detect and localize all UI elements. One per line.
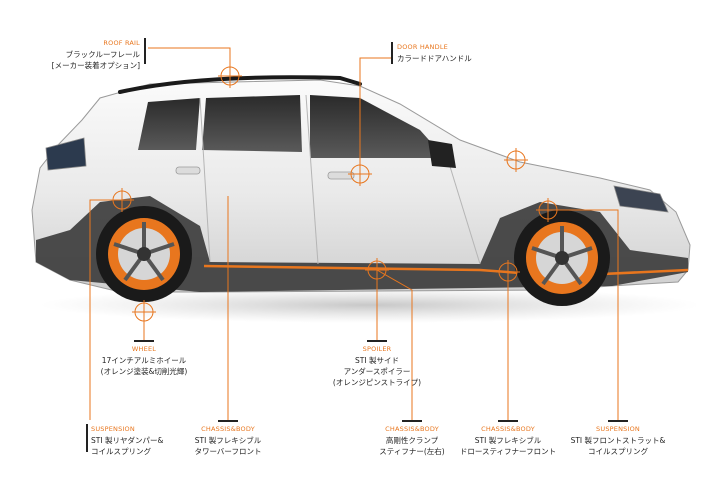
callout-line: STI 製フレキシブル xyxy=(194,436,262,445)
callout-line: STI 製サイド xyxy=(355,356,399,365)
marker-door-handle xyxy=(348,162,372,186)
callout-chassis-clamp: CHASSIS&BODY 高剛性クランプ スティフナー(左右) xyxy=(362,424,462,457)
door-seam-front xyxy=(305,94,319,265)
front-door-window xyxy=(310,95,445,158)
callout-category: CHASSIS&BODY xyxy=(481,425,535,433)
callout-line: カラードドアハンドル xyxy=(397,54,472,63)
marker-rear-suspension xyxy=(110,188,134,212)
callout-spoiler: SPOILER STI 製サイド アンダースポイラー (オレンジピンストライプ) xyxy=(317,344,437,388)
callout-suspension-front: SUSPENSION STI 製フロントストラット& コイルスプリング xyxy=(558,424,678,457)
callout-wheel: WHEEL 17インチアルミホイール (オレンジ塗装&切削光輝) xyxy=(84,344,204,377)
marker-front-suspension xyxy=(536,198,560,222)
tail-light xyxy=(45,137,87,171)
callout-line: 17インチアルミホイール xyxy=(101,356,187,365)
callout-category: CHASSIS&BODY xyxy=(201,425,255,433)
marker-mirror xyxy=(504,148,528,172)
callout-line: ブラックルーフレール xyxy=(65,50,140,59)
front-wheel xyxy=(514,210,610,306)
callout-line: (オレンジ塗装&切削光輝) xyxy=(100,367,188,376)
head-light xyxy=(613,185,669,213)
callout-category: SUSPENSION xyxy=(91,425,135,433)
callout-roof-rail: ROOF RAIL ブラックルーフレール [メーカー装着オプション] xyxy=(52,38,140,71)
callout-line: コイルスプリング xyxy=(588,447,648,456)
callout-category: DOOR HANDLE xyxy=(397,43,448,51)
marker-spoiler xyxy=(365,258,389,282)
rear-wheel xyxy=(96,206,192,302)
side-mirror xyxy=(428,140,456,168)
callout-category: SUSPENSION xyxy=(596,425,640,433)
callout-chassis-tower-bar: CHASSIS&BODY STI 製フレキシブル タワーバーフロント xyxy=(178,424,278,457)
callout-line: STI 製リヤダンパー& xyxy=(91,436,164,445)
callout-door-handle: DOOR HANDLE カラードドアハンドル xyxy=(397,42,472,64)
callout-line: アンダースポイラー xyxy=(343,367,411,376)
callout-line: (オレンジピンストライプ) xyxy=(332,378,422,387)
rear-door-handle xyxy=(175,166,201,175)
callout-category: CHASSIS&BODY xyxy=(385,425,439,433)
callout-line: スティフナー(左右) xyxy=(379,447,445,456)
marker-draw-stiffener xyxy=(496,260,520,284)
callout-category: WHEEL xyxy=(131,345,157,353)
callout-category: SPOILER xyxy=(362,345,392,353)
callout-category: ROOF RAIL xyxy=(103,39,140,47)
callout-line: [メーカー装着オプション] xyxy=(51,61,140,70)
roof-rail xyxy=(118,75,362,94)
rear-door-window xyxy=(202,95,302,152)
callout-line: STI 製フロントストラット& xyxy=(570,436,666,445)
rear-quarter-window xyxy=(138,98,200,150)
marker-wheel xyxy=(132,300,156,324)
callout-line: 高剛性クランプ xyxy=(385,436,439,445)
marker-roof-rail xyxy=(218,64,242,88)
callout-line: STI 製フレキシブル xyxy=(474,436,542,445)
door-seam-rear xyxy=(199,97,211,263)
door-seam-fender xyxy=(447,159,481,265)
front-door-handle xyxy=(327,171,355,180)
callout-chassis-draw-stiffener: CHASSIS&BODY STI 製フレキシブル ドロースティフナーフロント xyxy=(448,424,568,457)
callout-line: タワーバーフロント xyxy=(194,447,262,456)
callout-line: コイルスプリング xyxy=(91,447,151,456)
callout-line: ドロースティフナーフロント xyxy=(459,447,557,456)
callout-suspension-rear: SUSPENSION STI 製リヤダンパー& コイルスプリング xyxy=(91,424,163,457)
